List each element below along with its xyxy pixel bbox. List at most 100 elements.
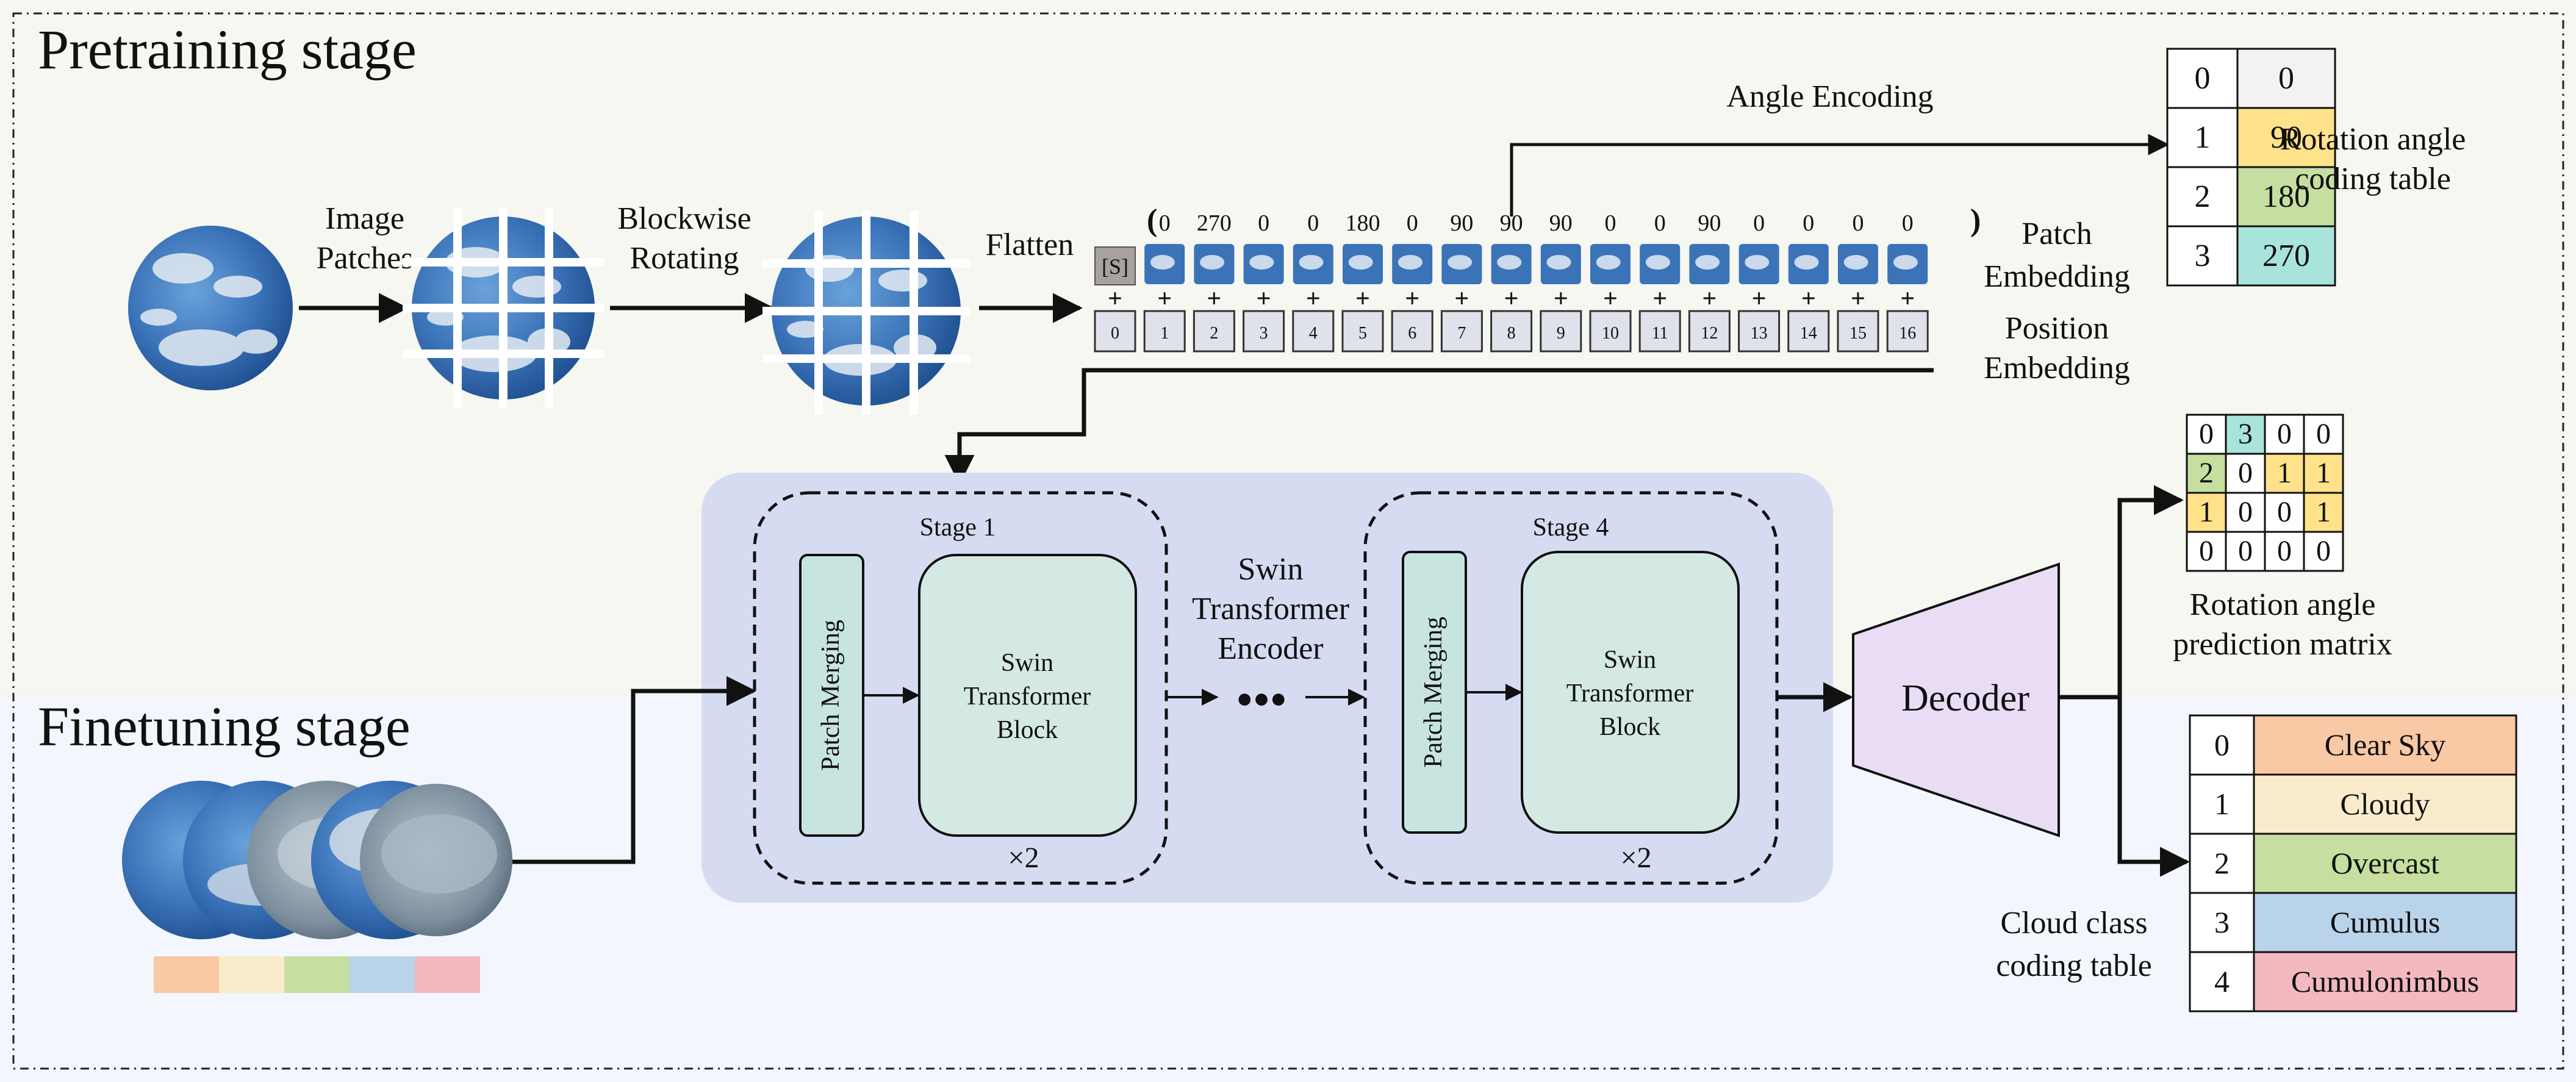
position-index: 11 [1652,324,1668,343]
cloud-table-caption-2: coding table [1996,948,2152,983]
stage1-block-line2: Transformer [964,683,1091,711]
angle-value: 0 [1407,210,1418,236]
angle-encoding-arrow [1510,134,2170,217]
patch-token-row: [S] [1094,244,1928,285]
position-index: 14 [1800,324,1817,343]
plus-sign: + [1752,285,1767,313]
cloud-name-cell [2253,833,2517,894]
prediction-value: 0 [2277,496,2292,528]
patch-token [1887,244,1928,284]
position-token [1787,310,1830,353]
plus-sign: + [1801,285,1816,313]
image-patches-label-2: Patches [317,241,414,276]
patch-token [1343,244,1383,284]
patch-token [1441,244,1482,284]
sky-image-rotated [762,210,970,415]
position-token [1688,310,1731,353]
stage4-title: Stage 4 [1533,514,1609,542]
rotation-angle: 0 [2278,61,2294,96]
position-index: 3 [1260,324,1268,343]
blockwise-label-1: Blockwise [617,201,752,236]
position-index: 4 [1309,324,1318,343]
position-index: 0 [1111,324,1119,343]
sky-image-original [128,226,293,390]
stage4-swin-block [1521,551,1740,834]
position-token [1589,310,1632,353]
angle-value: 0 [1605,210,1616,236]
position-embedding-label-2: Embedding [1984,351,2130,385]
embedding-to-encoder-arrow [944,368,1934,485]
prediction-value: 0 [2316,418,2331,450]
prediction-value: 2 [2199,457,2214,489]
rotation-code: 1 [2195,120,2211,155]
arrow-to-prediction [2117,485,2184,697]
prediction-value: 0 [2199,418,2214,450]
prediction-value: 0 [2238,457,2253,489]
position-token [1886,310,1929,353]
prediction-value: 1 [2316,496,2331,528]
prediction-value: 0 [2277,535,2292,567]
cloud-name: Cloudy [2340,787,2430,821]
cloud-code: 1 [2214,787,2230,821]
prediction-value: 1 [2316,457,2331,489]
angle-encoding-label: Angle Encoding [1726,79,1933,114]
position-index: 2 [1210,324,1218,343]
arrow-to-cloud-class [2117,697,2190,877]
cloud-name: Cumulus [2330,905,2441,939]
finetuning-title: Finetuning stage [38,695,411,758]
prediction-value: 0 [2199,535,2214,567]
prediction-value: 3 [2238,418,2253,450]
position-index: 7 [1457,324,1466,343]
position-token [1638,310,1681,353]
stage1-swin-block [918,554,1137,837]
sequence-bracket-close: ) [1970,203,1981,238]
patch-token [1491,244,1532,284]
plus-sign: + [1603,285,1618,313]
position-token [1837,310,1879,353]
plus-sign: + [1157,285,1172,313]
prediction-cell [2186,531,2227,572]
stage4-block-line3: Block [1599,713,1660,741]
special-token [1094,246,1136,285]
cloud-code: 2 [2214,846,2230,880]
position-index: 1 [1160,324,1169,343]
encoder-dots: ●●● [1236,683,1286,714]
cloud-name: Clear Sky [2325,728,2446,762]
encoder-label-2: Transformer [1192,592,1349,626]
rotation-code-cell [2166,225,2239,287]
cloud-name: Overcast [2331,846,2439,880]
prediction-value: 0 [2238,496,2253,528]
patch-token [1243,244,1284,284]
image-patches-label-1: Image [325,201,404,236]
position-token [1440,310,1483,353]
patch-token [1738,244,1779,284]
position-token [1738,310,1781,353]
plus-sign: + [1851,285,1865,313]
sequence-bracket-open: ( [1147,203,1157,238]
finetune-image-stack [122,781,512,939]
stage1-title: Stage 1 [920,514,996,542]
rotation-angle: 180 [2262,179,2310,214]
prediction-cell [2303,453,2344,494]
position-embedding-label-1: Position [2005,311,2109,346]
plus-sign: + [1405,285,1419,313]
rotation-angle: 90 [2270,120,2302,155]
angle-value: 0 [1803,210,1814,236]
prediction-value: 0 [2316,535,2331,567]
prediction-cell [2303,531,2344,572]
position-index: 15 [1849,324,1867,343]
rotation-code-cell [2166,166,2239,228]
stage1-repeat: ×2 [1008,842,1039,874]
special-token-label: [S] [1102,254,1128,279]
position-token [1292,310,1335,353]
patch-token [1293,244,1333,284]
angle-value: 90 [1698,210,1721,236]
plus-sign: + [1108,285,1122,313]
rotation-table-caption-2: coding table [2295,162,2451,196]
prediction-cell [2186,414,2227,455]
